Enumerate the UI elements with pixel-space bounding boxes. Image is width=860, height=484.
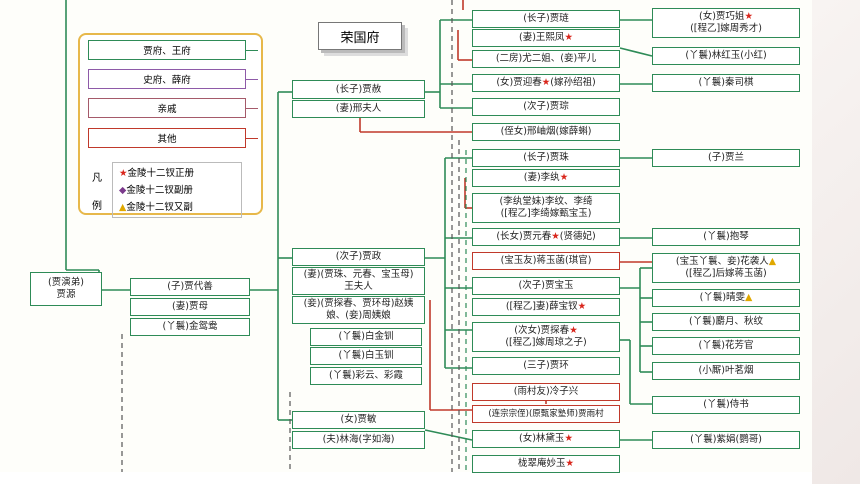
diamond-icon: ◆ [119, 185, 127, 196]
node-baoqin: (丫鬟)抱琴 [652, 228, 800, 246]
star-icon: ★ [744, 11, 753, 22]
legend-marks: ★金陵十二钗正册 ◆金陵十二钗副册 ▲金陵十二钗又副 [112, 162, 242, 218]
node-text-block: (次女)贾探春★([程乙]嫁周琼之子) [505, 325, 586, 349]
node-jiang-yuhan: (宝玉友)蒋玉菡(琪官) [472, 252, 620, 270]
node-li-wen: (李纨堂妹)李纹、李绮 ([程乙]李绮嫁甄宝玉) [472, 193, 620, 223]
legend-mark-row: ◆金陵十二钗副册 [119, 182, 235, 199]
node-jia-zheng: (次子)贾政 [292, 248, 425, 266]
star-icon: ★ [119, 168, 128, 179]
node-yuanyang: (丫鬟)金鸳鸯 [130, 318, 250, 336]
node-jia-zhu: (长子)贾珠 [472, 149, 620, 167]
node-sheyue: (丫鬟)麝月、秋纹 [652, 313, 800, 331]
legend-mark-label: 金陵十二钗副册 [126, 185, 193, 196]
star-icon: ★ [569, 325, 578, 336]
node-jia-yucun: (连宗宗侄)(原甄家塾师)贾雨村 [472, 405, 620, 423]
node-jia-qiaojie: (女)贾巧姐★([程乙]嫁周秀才) [652, 8, 800, 38]
node-bai-jinchuan: (丫鬟)白金钏 [310, 328, 422, 346]
node-leng-zixing: (雨村友)冷子兴 [472, 383, 620, 401]
node-li-wan: (妻)李纨★ [472, 169, 620, 187]
node-caiyun: (丫鬟)彩云、彩霞 [310, 367, 422, 385]
node-text: (女)林黛玉 [519, 433, 565, 444]
node-text-suffix: (嫁孙绍祖) [550, 77, 596, 88]
node-jiayuan: (贾演弟) 贾源 [30, 272, 102, 306]
node-qingwen: (丫鬟)晴雯▲ [652, 289, 800, 307]
node-text-line2: ([程乙]嫁周琼之子) [505, 337, 587, 348]
node-wang-xifeng: (妻)王熙凤★ [472, 29, 620, 47]
node-text: (妻)李纨 [523, 172, 560, 183]
node-jia-daishan: (子)贾代善 [130, 278, 250, 296]
legend-line-maroon [246, 108, 258, 109]
node-lin-ruhai: (夫)林海(字如海) [292, 431, 425, 449]
legend-item-other: 其他 [88, 128, 246, 148]
node-text-block: (宝玉丫鬟、妾)花袭人▲([程乙]后嫁蒋玉菡) [676, 256, 776, 280]
node-xing-xiuyan: (侄女)邢岫烟(嫁薛蝌) [472, 123, 620, 141]
legend-line-purple [246, 79, 258, 80]
star-icon: ★ [564, 433, 573, 444]
node-text: (女)贾巧姐 [699, 11, 745, 22]
node-siqi: (丫鬟)秦司棋 [652, 74, 800, 92]
node-zijuan: (丫鬟)紫娟(鹦哥) [652, 431, 800, 449]
node-shishu: (丫鬟)侍书 [652, 396, 800, 414]
star-icon: ★ [559, 172, 569, 183]
node-jia-huan: (三子)贾环 [472, 357, 620, 375]
node-jia-tanchun: (次女)贾探春★([程乙]嫁周琼之子) [472, 322, 620, 352]
legend-panel: 贾府、王府 史府、薛府 亲戚 其他 凡 例 ★金陵十二钗正册 ◆金陵十二钗副册 … [78, 33, 263, 218]
legend-mark-row: ★金陵十二钗正册 [119, 165, 235, 182]
node-jia-yuanchun: (长女)贾元春★(贤德妃) [472, 228, 620, 246]
node-jia-yingchun: (女)贾迎春★(嫁孙绍祖) [472, 74, 620, 92]
node-jia-mu: (妻)贾母 [130, 298, 250, 316]
legend-item-shi-xue: 史府、薛府 [88, 69, 246, 89]
node-you-erjie: (二房)尤二姐、(妾)平儿 [472, 50, 620, 68]
node-text-block: (女)贾巧姐★([程乙]嫁周秀才) [690, 11, 762, 35]
star-icon: ★ [541, 77, 551, 88]
legend-item-relatives: 亲戚 [88, 98, 246, 118]
star-icon: ★ [565, 458, 575, 469]
node-hua-xiren: (宝玉丫鬟、妾)花袭人▲([程乙]后嫁蒋玉菡) [652, 253, 800, 283]
node-jia-baoyu: (次子)贾宝玉 [472, 277, 620, 295]
legend-line-green [246, 50, 258, 51]
node-text: (次女)贾探春 [514, 325, 570, 336]
node-text-line2: ([程乙]嫁周秀才) [690, 23, 762, 34]
node-zhao-yiniang: (妾)(贾探春、贾环母)赵姨 娘、(妾)周姨娘 [292, 296, 425, 324]
node-text: ([程乙]妻)薛宝钗 [505, 301, 578, 312]
node-jia-min: (女)贾敏 [292, 411, 425, 429]
triangle-icon: ▲ [745, 292, 753, 303]
side-decoration [812, 0, 860, 484]
node-text-suffix: (贤德妃) [559, 231, 596, 242]
node-jia-cong: (次子)贾琮 [472, 98, 620, 116]
node-text: (宝玉丫鬟、妾)花袭人 [675, 256, 769, 267]
node-wang-furen: (妻)(贾珠、元春、宝玉母) 王夫人 [292, 267, 425, 295]
triangle-icon: ▲ [119, 202, 127, 213]
legend-mark-row: ▲金陵十二钗又副 [119, 199, 235, 216]
node-xing-furen: (妻)邢夫人 [292, 100, 425, 118]
legend-fanli-label: 凡 例 [92, 173, 102, 212]
star-icon: ★ [577, 301, 587, 312]
page-title: 荣国府 [318, 22, 402, 50]
node-text: (长女)贾元春 [496, 231, 552, 242]
node-miaoyu: 栊翠庵妙玉★ [472, 455, 620, 473]
node-text: (妻)王熙凤 [519, 32, 565, 43]
node-xue-baochai: ([程乙]妻)薛宝钗★ [472, 298, 620, 316]
legend-mark-label: 金陵十二钗正册 [127, 168, 195, 179]
node-xiaohong: (丫鬟)林红玉(小红) [652, 47, 800, 65]
node-text-line2: ([程乙]后嫁蒋玉菡) [685, 268, 767, 279]
node-text: (丫鬟)晴雯 [699, 292, 746, 303]
star-icon: ★ [564, 32, 573, 43]
node-jia-she: (长子)贾赦 [292, 80, 425, 99]
node-text: (女)贾迎春 [496, 77, 542, 88]
node-mingyan: (小厮)叶茗烟 [652, 362, 800, 380]
legend-mark-label: 金陵十二钗又副 [126, 202, 193, 213]
node-jia-lan: (子)贾兰 [652, 149, 800, 167]
node-text: 栊翠庵妙玉 [517, 458, 566, 469]
triangle-icon: ▲ [768, 256, 777, 267]
star-icon: ★ [551, 231, 560, 242]
node-jia-lian: (长子)贾琏 [472, 10, 620, 28]
node-bai-yuchuan: (丫鬟)白玉钏 [310, 347, 422, 365]
legend-line-red [246, 138, 258, 139]
node-fangguan: (丫鬟)花芳官 [652, 337, 800, 355]
node-lin-daiyu: (女)林黛玉★ [472, 430, 620, 448]
legend-item-jia-wang: 贾府、王府 [88, 40, 246, 60]
